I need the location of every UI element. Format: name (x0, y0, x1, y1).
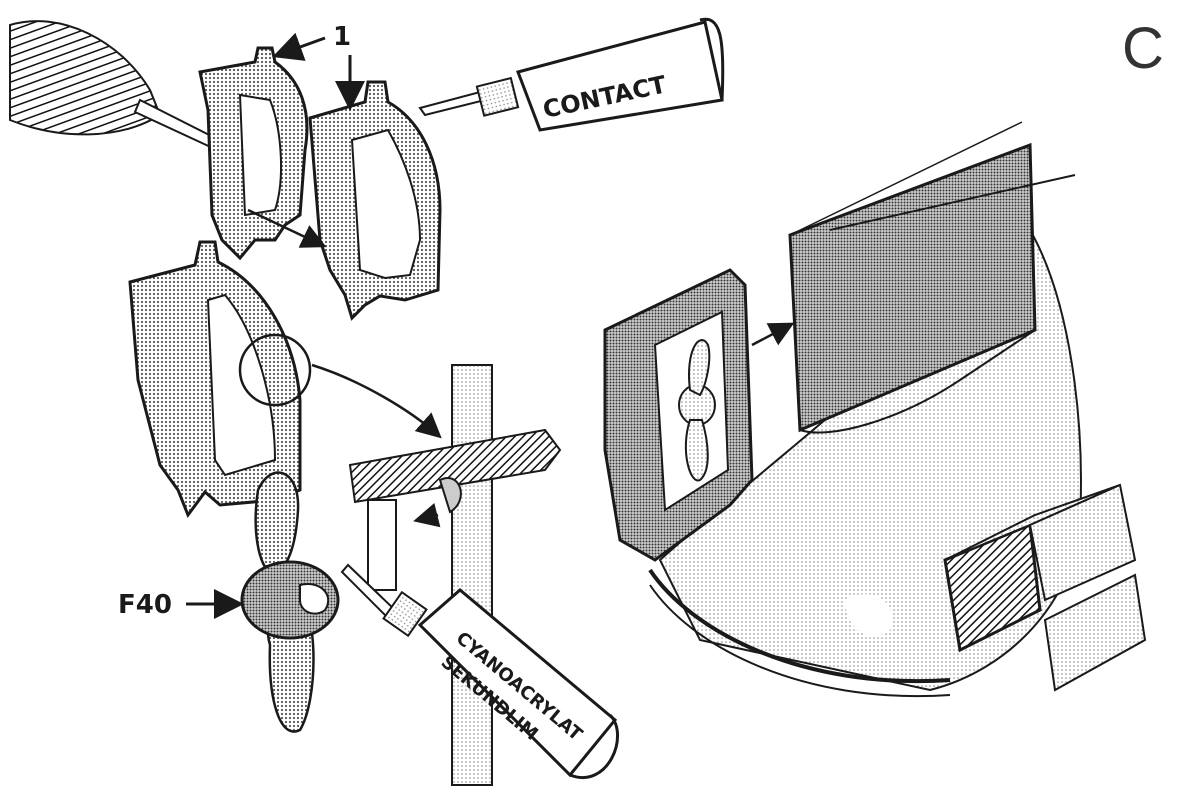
frame-part-right (310, 82, 440, 318)
propeller-label: F40 (118, 590, 172, 620)
step-letter: C (1122, 16, 1164, 81)
contact-glue-tube: CONTACT (420, 19, 723, 130)
detail-arrow (312, 365, 438, 435)
part-arrow-left (278, 38, 325, 55)
propeller (242, 473, 338, 732)
part-number-label: 1 (333, 22, 351, 52)
glue-applicator-nozzle (10, 21, 235, 156)
frame-part-left (200, 48, 307, 258)
frame-to-hull-arrow (752, 325, 790, 345)
